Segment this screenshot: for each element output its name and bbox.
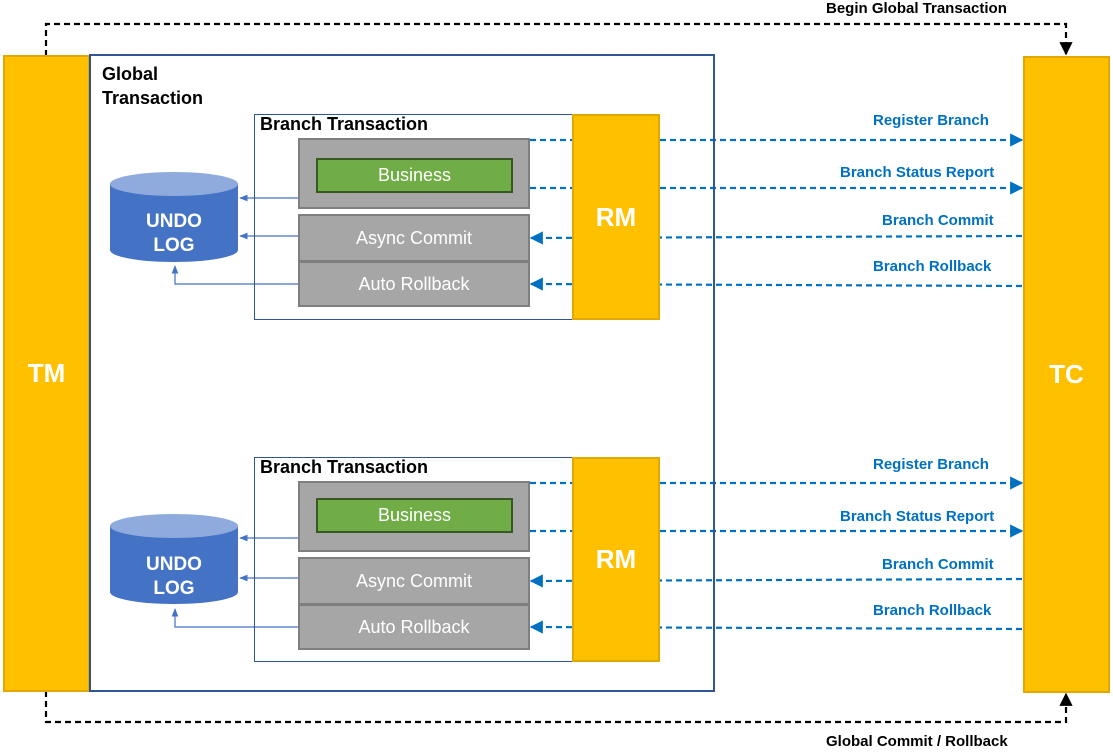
- tm-label: TM: [27, 358, 66, 388]
- branch-transaction-title: Branch Transaction: [260, 457, 429, 477]
- business-box: Business: [316, 498, 513, 533]
- global-transaction-label-line1: Global: [102, 64, 159, 84]
- undo-log-label: UNDO LOG: [110, 210, 238, 258]
- begin-global-transaction-arrow: [44, 22, 1073, 56]
- branch-rollback-label: Branch Rollback: [873, 258, 992, 275]
- undo-log-label-line1: UNDO: [146, 554, 202, 575]
- undo-log-label-line1: UNDO: [146, 211, 202, 232]
- branch-rollback-label: Branch Rollback: [873, 602, 992, 619]
- auto-rollback-box: Auto Rollback: [298, 261, 530, 307]
- async-commit-box: Async Commit: [298, 557, 530, 605]
- auto-rollback-to-undo-log-arrow: [171, 265, 299, 285]
- rm-bar: RM: [572, 457, 660, 662]
- branch-status-report-label: Branch Status Report: [840, 508, 995, 525]
- rm-bar: RM: [572, 114, 660, 320]
- global-commit-rollback-label: Global Commit / Rollback: [826, 733, 1008, 750]
- tm-bar: TM: [3, 55, 90, 692]
- undo-log-label: UNDO LOG: [110, 553, 238, 601]
- rm-label: RM: [595, 544, 637, 574]
- global-transaction-label-line2: Transaction: [102, 88, 204, 108]
- begin-global-transaction-label: Begin Global Transaction: [826, 0, 1007, 17]
- auto-rollback-to-undo-log-arrow: [171, 608, 299, 628]
- async-commit-box: Async Commit: [298, 214, 530, 262]
- auto-rollback-box: Auto Rollback: [298, 604, 530, 650]
- undo-log-database-icon: [110, 514, 238, 604]
- branch-commit-label: Branch Commit: [882, 212, 994, 229]
- branch-transaction-title: Branch Transaction: [260, 114, 429, 134]
- undo-log-label-line2: LOG: [153, 578, 195, 599]
- global-transaction-label: Global Transaction: [102, 62, 203, 110]
- undo-log-label-line2: LOG: [153, 235, 195, 256]
- register-branch-label: Register Branch: [873, 456, 989, 473]
- branch-rollback-arrow: [529, 620, 1023, 634]
- register-branch-label: Register Branch: [873, 112, 989, 129]
- business-box: Business: [316, 158, 513, 193]
- tc-bar: TC: [1023, 56, 1110, 693]
- branch-commit-arrow: [529, 231, 1023, 245]
- global-transaction-frame: [89, 54, 715, 692]
- undo-log-database-icon: [110, 172, 238, 262]
- branch-status-report-label: Branch Status Report: [840, 164, 995, 181]
- branch-commit-arrow: [529, 574, 1023, 588]
- tc-label: TC: [1049, 359, 1084, 389]
- global-commit-rollback-arrow: [44, 691, 1073, 724]
- branch-commit-label: Branch Commit: [882, 556, 994, 573]
- rm-label: RM: [595, 201, 637, 232]
- branch-rollback-arrow: [529, 277, 1023, 291]
